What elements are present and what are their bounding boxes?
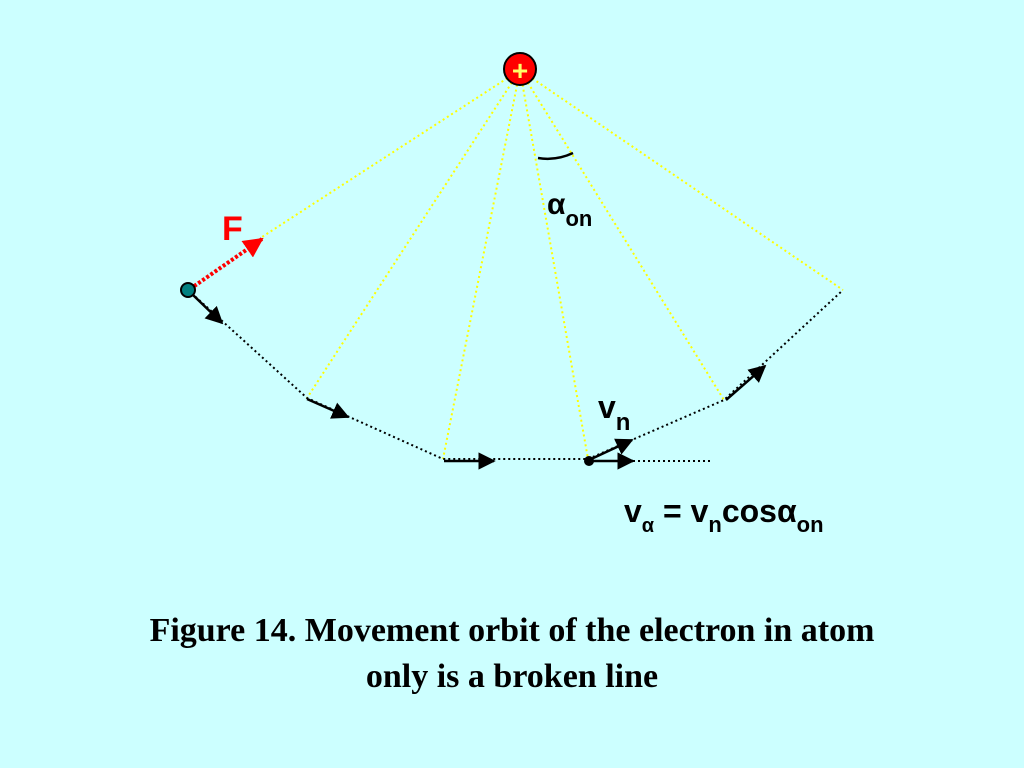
radial-line [306,69,521,399]
orbit-point [584,456,594,466]
velocity-arrow [725,364,767,401]
angle-label: αon [547,188,592,231]
orbit-path [187,289,844,460]
radial-line [519,69,725,401]
caption-line-1: Figure 14. Movement orbit of the electro… [149,612,875,649]
force-label: F [222,210,243,248]
formula: vα = vncosαon [624,493,824,537]
radial-line [442,69,521,460]
radial-line [261,69,521,238]
vn-label: vn [598,389,630,436]
radial-lines [261,69,844,460]
radial-line [519,69,844,291]
angle-arc [537,151,574,161]
broken-orbit [187,289,844,462]
caption-line-2: only is a broken line [365,658,659,695]
velocity-arrow-vn [588,438,634,462]
electron [180,282,196,298]
figure-caption: Figure 14. Movement orbit of the electro… [0,608,1024,700]
velocity-arrow [306,397,350,419]
velocity-arrows [192,294,767,470]
radial-line [519,69,589,460]
nucleus: + [503,52,537,86]
velocity-arrow [192,294,224,325]
nucleus-symbol: + [512,55,528,86]
